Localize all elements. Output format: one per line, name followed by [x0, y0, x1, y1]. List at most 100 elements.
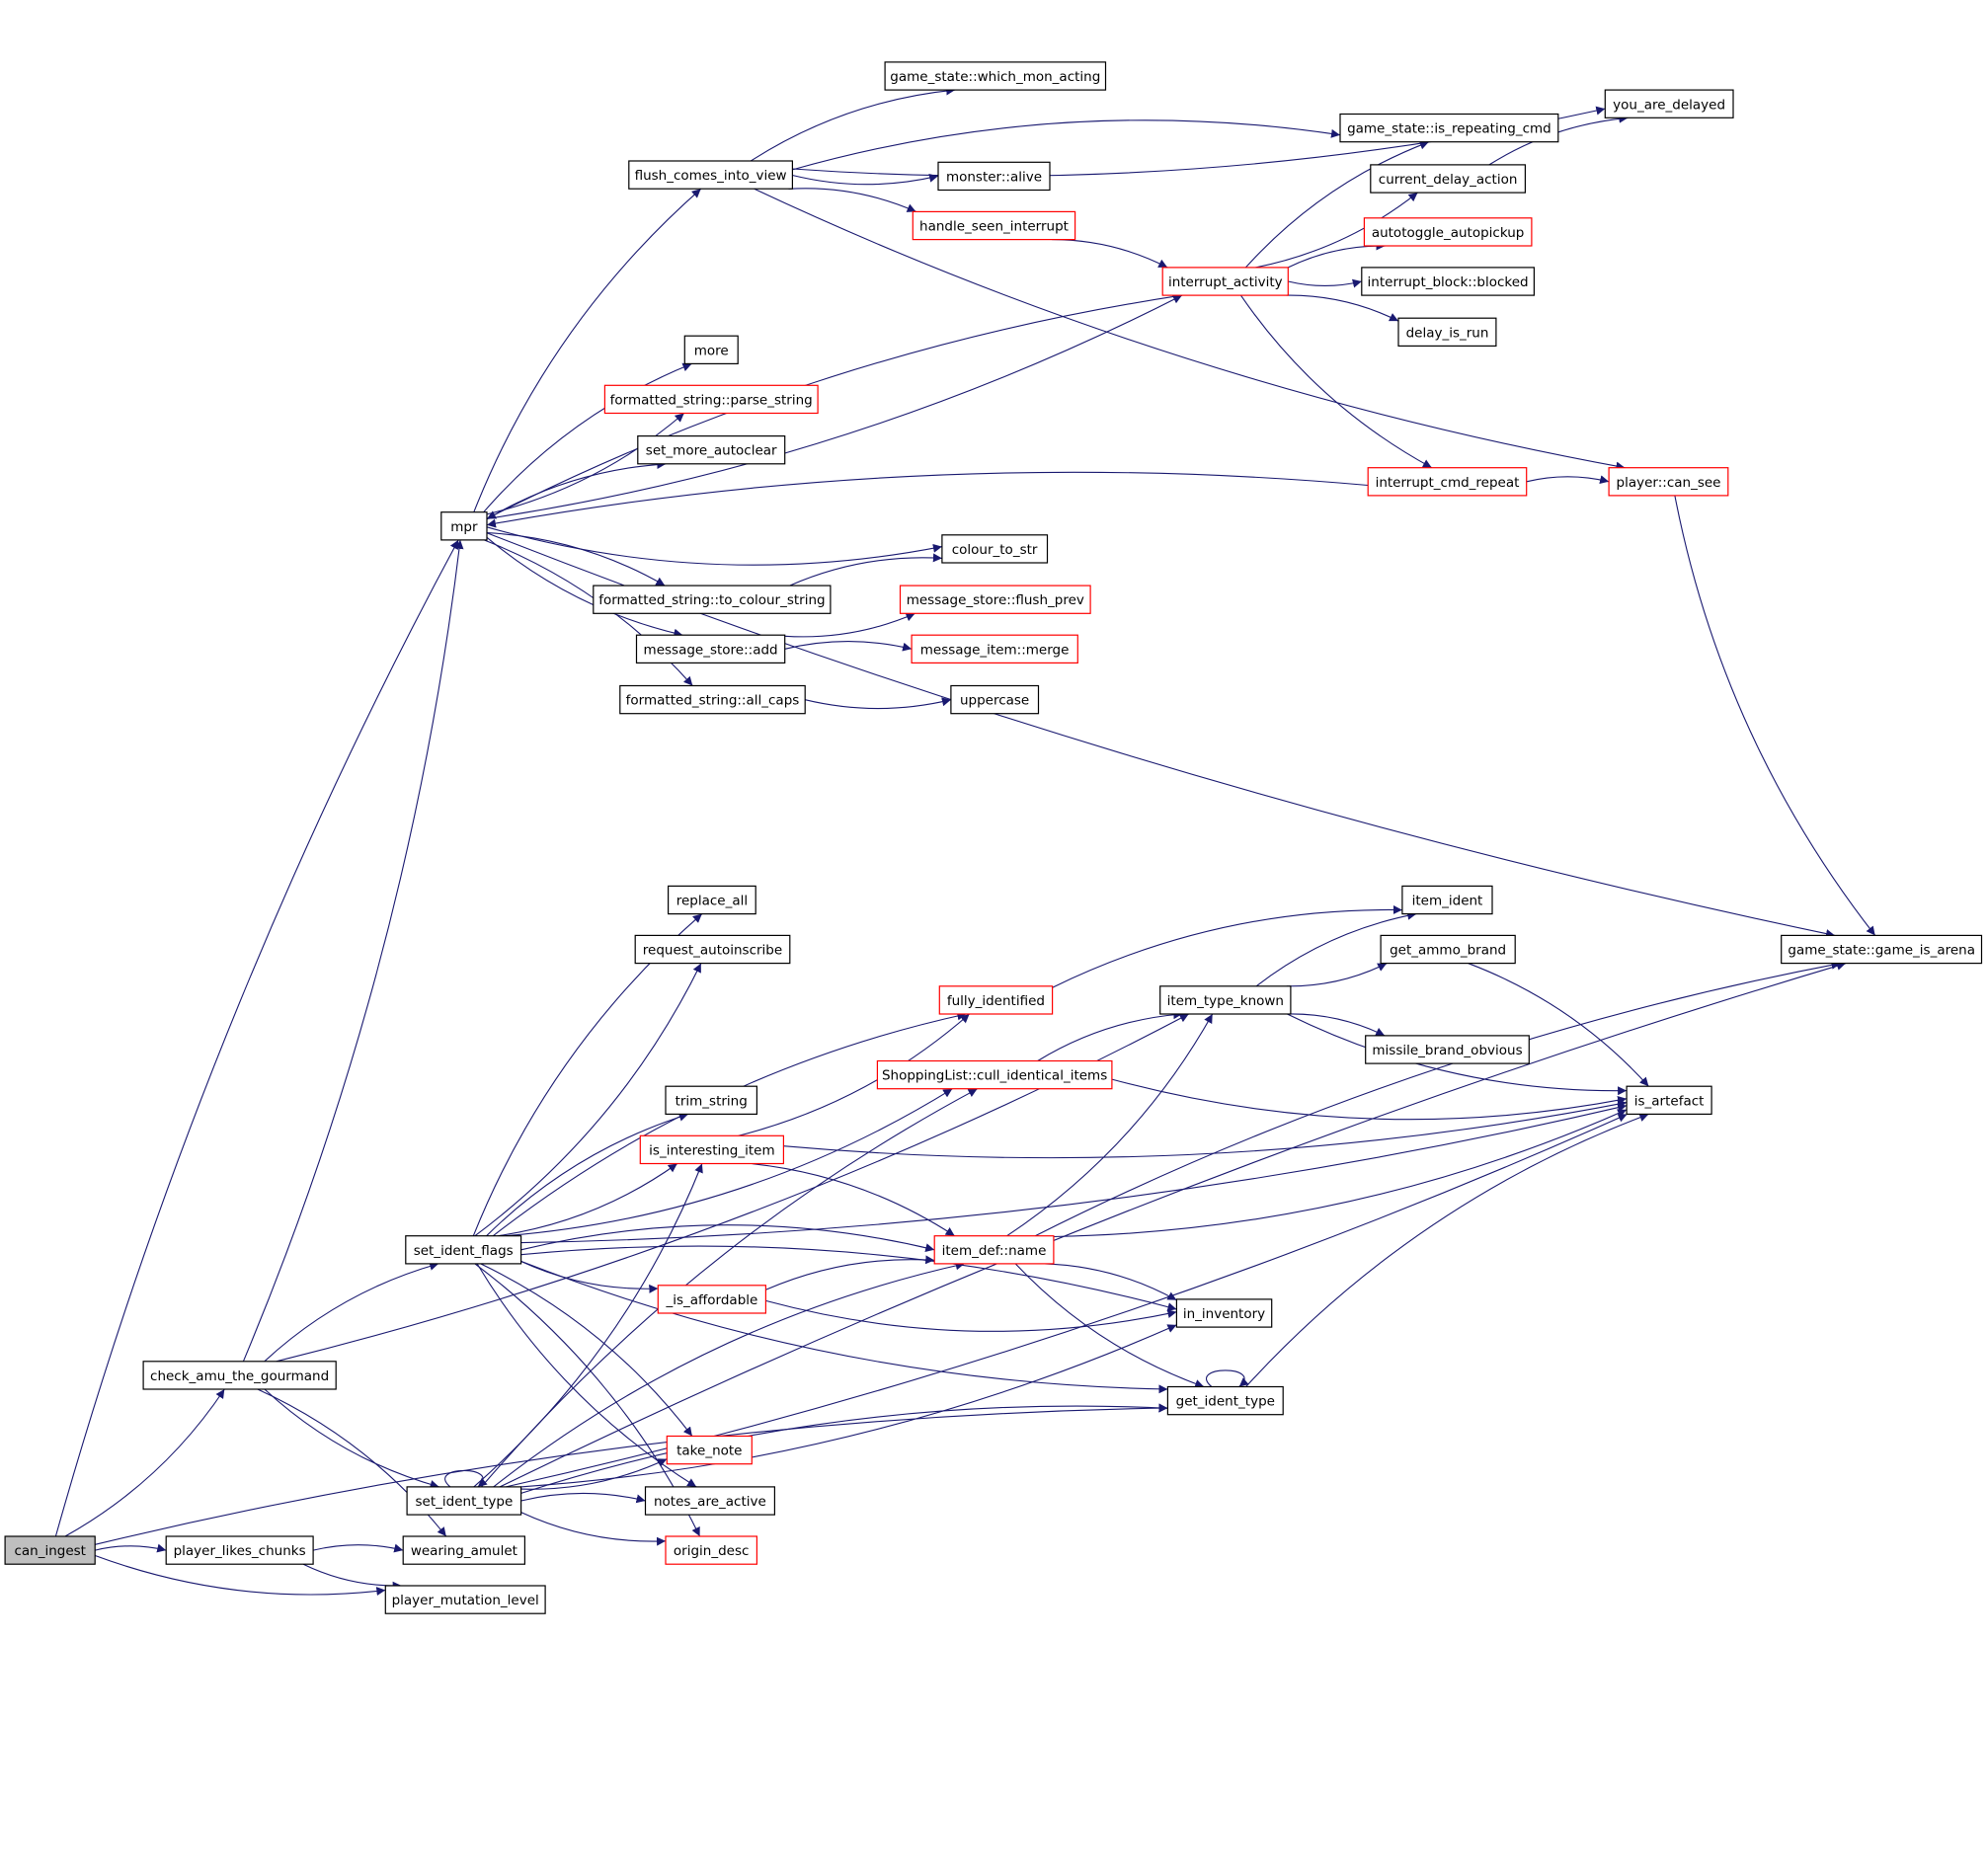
edge-layer: [54, 86, 1876, 1597]
node-trim-string[interactable]: trim_string: [665, 1085, 758, 1115]
edge-set-ident-flags-to-is-artefact: [520, 1103, 1628, 1244]
node-wearing-amulet[interactable]: wearing_amulet: [402, 1535, 526, 1565]
node-box: [619, 684, 806, 715]
edge-player-can-see-to-game-state-game-is-arena: [1674, 495, 1876, 936]
node-game-state-game-is-arena[interactable]: game_state::game_is_arena: [1781, 934, 1983, 965]
edge-interrupt-activity-to-interrupt-cmd-repeat: [1239, 294, 1433, 469]
node-box: [937, 161, 1051, 192]
node-box: [1175, 1298, 1273, 1328]
node-you-are-delayed[interactable]: you_are_delayed: [1604, 89, 1734, 118]
node-box: [1339, 113, 1559, 143]
edge-item-type-known-to-item-ident: [1255, 910, 1417, 987]
node-player-can-see[interactable]: player::can_see: [1608, 467, 1729, 497]
node-set-ident-flags[interactable]: set_ident_flags: [405, 1235, 522, 1265]
node-label: message_store::flush_prev: [907, 592, 1084, 608]
node-label: set_ident_flags: [414, 1243, 514, 1259]
edge-item-def-name-to-is-artefact: [1053, 1109, 1628, 1238]
edge-check-amu-the-gourmand-to-set-ident-type: [264, 1388, 439, 1489]
node-item-type-known[interactable]: item_type_known: [1159, 985, 1292, 1015]
node-game-state-which-mon-acting[interactable]: game_state::which_mon_acting: [884, 61, 1107, 91]
node-fs-all-caps[interactable]: formatted_string::all_caps: [619, 684, 806, 715]
node-message-store-add[interactable]: message_store::add: [635, 634, 786, 664]
node-monster-alive[interactable]: monster::alive: [937, 161, 1051, 192]
node-box: [644, 1486, 775, 1516]
node-uppercase[interactable]: uppercase: [950, 684, 1040, 715]
node-set-ident-type[interactable]: set_ident_type: [406, 1486, 522, 1516]
edge-interrupt-cmd-repeat-to-player-can-see: [1526, 475, 1610, 485]
node-take-note[interactable]: take_note: [666, 1435, 753, 1465]
edge-handle-seen-interrupt-to-interrupt-activity: [1052, 239, 1168, 269]
node-can-ingest[interactable]: can_ingest: [4, 1535, 96, 1565]
node-box: [950, 684, 1040, 715]
edge-item-def-name-to-item-type-known: [1006, 1013, 1214, 1237]
node-label: in_inventory: [1183, 1306, 1265, 1322]
node-replace-all[interactable]: replace_all: [667, 885, 756, 915]
node-set-more-autoclear[interactable]: set_more_autoclear: [637, 435, 786, 465]
edge-set-ident-type-to-shoppinglist-cull: [481, 1088, 978, 1488]
edge-mpr-to-interrupt-activity: [486, 294, 1183, 519]
node-box: [665, 1085, 758, 1115]
node-autotoggle-autopickup[interactable]: autotoggle_autopickup: [1363, 217, 1533, 247]
node-message-item-merge[interactable]: message_item::merge: [911, 634, 1078, 664]
node-label: you_are_delayed: [1613, 97, 1725, 113]
node-label: formatted_string::all_caps: [626, 693, 800, 709]
node-get-ident-type[interactable]: get_ident_type: [1166, 1385, 1284, 1416]
edge-interrupt-activity-to-interrupt-block-blocked: [1288, 278, 1362, 288]
node-colour-to-str[interactable]: colour_to_str: [941, 534, 1049, 564]
node-label: interrupt_activity: [1168, 274, 1283, 290]
node-current-delay-action[interactable]: current_delay_action: [1370, 164, 1527, 194]
node-item-def-name[interactable]: item_def::name: [933, 1235, 1055, 1265]
node-get-ammo-brand[interactable]: get_ammo_brand: [1380, 934, 1516, 965]
edge-interrupt-activity-to-delay-is-run: [1286, 294, 1399, 322]
node-item-ident[interactable]: item_ident: [1401, 885, 1493, 915]
node-check-amu-the-gourmand[interactable]: check_amu_the_gourmand: [142, 1361, 337, 1390]
node-more[interactable]: more: [683, 335, 739, 365]
node-label: interrupt_cmd_repeat: [1376, 475, 1520, 491]
node-box: [637, 435, 786, 465]
node-shoppinglist-cull[interactable]: ShoppingList::cull_identical_items: [876, 1059, 1113, 1090]
node-mpr[interactable]: mpr: [440, 511, 488, 541]
edge-mpr-to-message-store-add: [486, 536, 683, 638]
node-label: game_state::is_repeating_cmd: [1347, 121, 1551, 137]
node-box: [933, 1235, 1055, 1265]
node-delay-is-run[interactable]: delay_is_run: [1397, 317, 1497, 348]
edge-mpr-to-flush-comes-into-view: [473, 188, 702, 512]
edge-interrupt-activity-to-autotoggle-autopickup: [1288, 241, 1386, 269]
node-interrupt-activity[interactable]: interrupt_activity: [1161, 267, 1289, 296]
edge-mpr-to-set-more-autoclear: [486, 459, 667, 520]
node-label: wearing_amulet: [411, 1543, 517, 1559]
node-origin-desc[interactable]: origin_desc: [665, 1535, 758, 1565]
node-missile-brand-obvious[interactable]: missile_brand_obvious: [1365, 1035, 1530, 1064]
node-request-autoinscribe[interactable]: request_autoinscribe: [634, 934, 791, 965]
node-handle-seen-interrupt[interactable]: handle_seen_interrupt: [912, 210, 1076, 241]
node-box: [402, 1535, 526, 1565]
node-label: mpr: [450, 519, 478, 535]
edge-set-ident-type-to-take-note: [520, 1458, 668, 1490]
node-label: get_ammo_brand: [1390, 943, 1506, 959]
node-game-state-is-repeating-cmd[interactable]: game_state::is_repeating_cmd: [1339, 113, 1559, 143]
node-box: [941, 534, 1049, 564]
node-player-mutation-level[interactable]: player_mutation_level: [384, 1585, 546, 1614]
node-is-affordable[interactable]: _is_affordable: [657, 1285, 766, 1314]
node-label: missile_brand_obvious: [1372, 1043, 1522, 1058]
node-message-store-flush-prev[interactable]: message_store::flush_prev: [899, 585, 1091, 614]
node-is-artefact[interactable]: is_artefact: [1626, 1085, 1712, 1115]
node-box: [665, 1535, 758, 1565]
node-box: [639, 1134, 784, 1165]
node-fs-to-colour-string[interactable]: formatted_string::to_colour_string: [593, 585, 832, 614]
node-box: [1161, 267, 1289, 296]
node-interrupt-cmd-repeat[interactable]: interrupt_cmd_repeat: [1367, 467, 1528, 497]
node-player-likes-chunks[interactable]: player_likes_chunks: [165, 1535, 314, 1565]
node-notes-are-active[interactable]: notes_are_active: [644, 1486, 775, 1516]
node-flush-comes-into-view[interactable]: flush_comes_into_view: [628, 160, 793, 190]
node-is-interesting-item[interactable]: is_interesting_item: [639, 1134, 784, 1165]
edge-message-store-add-to-message-item-merge: [784, 641, 913, 652]
node-box: [603, 384, 819, 415]
edge-set-ident-flags-to-trim-string: [486, 1112, 688, 1237]
node-label: autotoggle_autopickup: [1372, 225, 1525, 241]
node-interrupt-block-blocked[interactable]: interrupt_block::blocked: [1361, 267, 1536, 296]
node-fs-parse-string[interactable]: formatted_string::parse_string: [603, 384, 819, 415]
node-in-inventory[interactable]: in_inventory: [1175, 1298, 1273, 1328]
node-fully-identified[interactable]: fully_identified: [938, 985, 1054, 1015]
